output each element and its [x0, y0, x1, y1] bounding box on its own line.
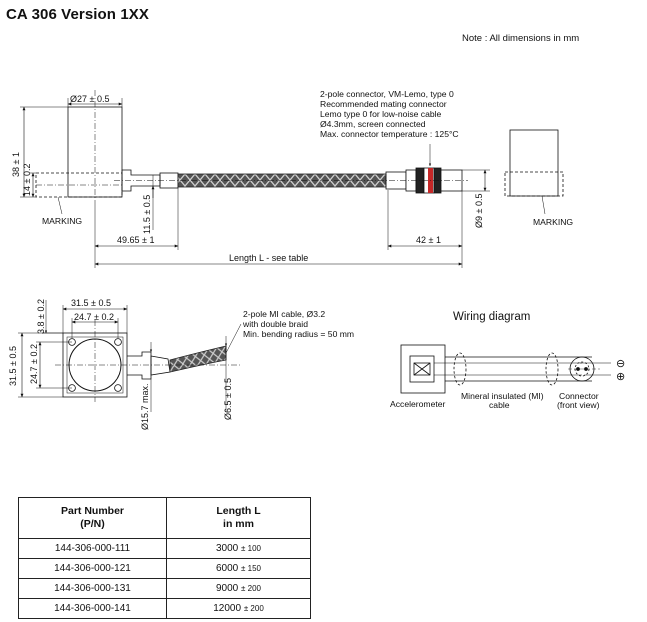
- connector-note: 2-pole connector, VM-Lemo, type 0 Recomm…: [320, 89, 459, 139]
- svg-text:Ø4.3mm, screen connected: Ø4.3mm, screen connected: [320, 119, 426, 129]
- dim-dia-9: Ø9 ± 0.5: [474, 194, 484, 228]
- bottom-view: [18, 300, 242, 412]
- connector-label-line2: (front view): [557, 400, 600, 410]
- page-title: CA 306 Version 1XX: [6, 6, 149, 23]
- cable-label-line2: cable: [489, 400, 510, 410]
- marking-right-label: MARKING: [533, 217, 573, 227]
- connector-label-line1: Connector: [559, 391, 599, 401]
- table-row: 144-306-000-121 6000 ± 150: [18, 558, 311, 579]
- dim-dia-15-7: Ø15.7 max.: [140, 383, 150, 430]
- cable-note: 2-pole MI cable, Ø3.2 with double braid …: [242, 309, 354, 339]
- length-label: Length L - see table: [229, 253, 308, 263]
- table-row: 144-306-000-141 12000 ± 200: [18, 598, 311, 619]
- length-cell: 6000 ± 150: [166, 558, 311, 579]
- svg-text:Recommended mating connector: Recommended mating connector: [320, 99, 447, 109]
- length-cell: 9000 ± 200: [166, 578, 311, 599]
- minus-terminal-icon: ⊖: [616, 358, 625, 370]
- header-part-number: Part Number (P/N): [18, 497, 167, 539]
- length-cell: 3000 ± 100: [166, 538, 311, 559]
- table-header-row: Part Number (P/N) Length L in mm: [18, 497, 311, 539]
- table-row: 144-306-000-131 9000 ± 200: [18, 578, 311, 599]
- dim-31-5-top: 31.5 ± 0.5: [71, 298, 111, 308]
- svg-text:Lemo type 0 for low-noise cabl: Lemo type 0 for low-noise cable: [320, 109, 442, 119]
- parts-table: Part Number (P/N) Length L in mm 144-306…: [18, 497, 311, 619]
- part-number-cell: 144-306-000-111: [18, 538, 167, 559]
- dim-31-5-side: 31.5 ± 0.5: [8, 346, 18, 386]
- dim-24-7-top: 24.7 ± 0.2: [74, 312, 114, 322]
- accelerometer-label: Accelerometer: [390, 399, 446, 409]
- dim-14: 14 ± 0.2: [22, 164, 32, 196]
- part-number-cell: 144-306-000-121: [18, 558, 167, 579]
- wiring-diagram: [400, 344, 611, 394]
- length-cell: 12000 ± 200: [166, 598, 311, 619]
- marking-left-label: MARKING: [42, 216, 82, 226]
- dim-24-7-side: 24.7 ± 0.2: [29, 344, 39, 384]
- table-row: 144-306-000-111 3000 ± 100: [18, 538, 311, 559]
- top-view: [20, 90, 564, 268]
- part-number-cell: 144-306-000-141: [18, 598, 167, 619]
- svg-text:2-pole connector, VM-Lemo, typ: 2-pole connector, VM-Lemo, type 0: [320, 89, 454, 99]
- svg-text:2-pole MI cable, Ø3.2: 2-pole MI cable, Ø3.2: [243, 309, 325, 319]
- svg-text:Min. bending radius = 50 mm: Min. bending radius = 50 mm: [243, 329, 354, 339]
- dim-dia-27: Ø27 ± 0.5: [70, 94, 109, 104]
- plus-terminal-icon: ⊕: [616, 371, 625, 383]
- top-view-labels: Ø27 ± 0.5 38 ± 1 14 ± 0.2 MARKING 11.5 ±…: [11, 89, 573, 263]
- wiring-title: Wiring diagram: [453, 311, 530, 323]
- dim-42: 42 ± 1: [416, 235, 441, 245]
- dim-11-5: 11.5 ± 0.5: [142, 195, 152, 234]
- dim-38: 38 ± 1: [11, 152, 21, 177]
- accelerometer-box: [400, 344, 446, 394]
- header-length: Length L in mm: [166, 497, 311, 539]
- accelerometer-housing-right: [509, 129, 559, 197]
- dim-49-65: 49.65 ± 1: [117, 235, 154, 245]
- bottom-view-labels: 31.5 ± 0.5 24.7 ± 0.2 3.8 ± 0.2 31.5 ± 0…: [8, 298, 354, 430]
- wiring-labels: Wiring diagram ⊖ ⊕ Accelerometer Mineral…: [390, 311, 625, 410]
- cable-label-line1: Mineral insulated (MI): [461, 391, 544, 401]
- svg-text:Max. connector temperature : 1: Max. connector temperature : 125°C: [320, 129, 459, 139]
- dimension-note: Note : All dimensions in mm: [462, 33, 580, 44]
- svg-text:with double braid: with double braid: [242, 319, 308, 329]
- dim-dia-6-5: Ø6.5 ± 0.5: [223, 378, 233, 420]
- part-number-cell: 144-306-000-131: [18, 578, 167, 599]
- dim-3-8: 3.8 ± 0.2: [36, 299, 46, 334]
- mi-cable-braided: [169, 345, 227, 373]
